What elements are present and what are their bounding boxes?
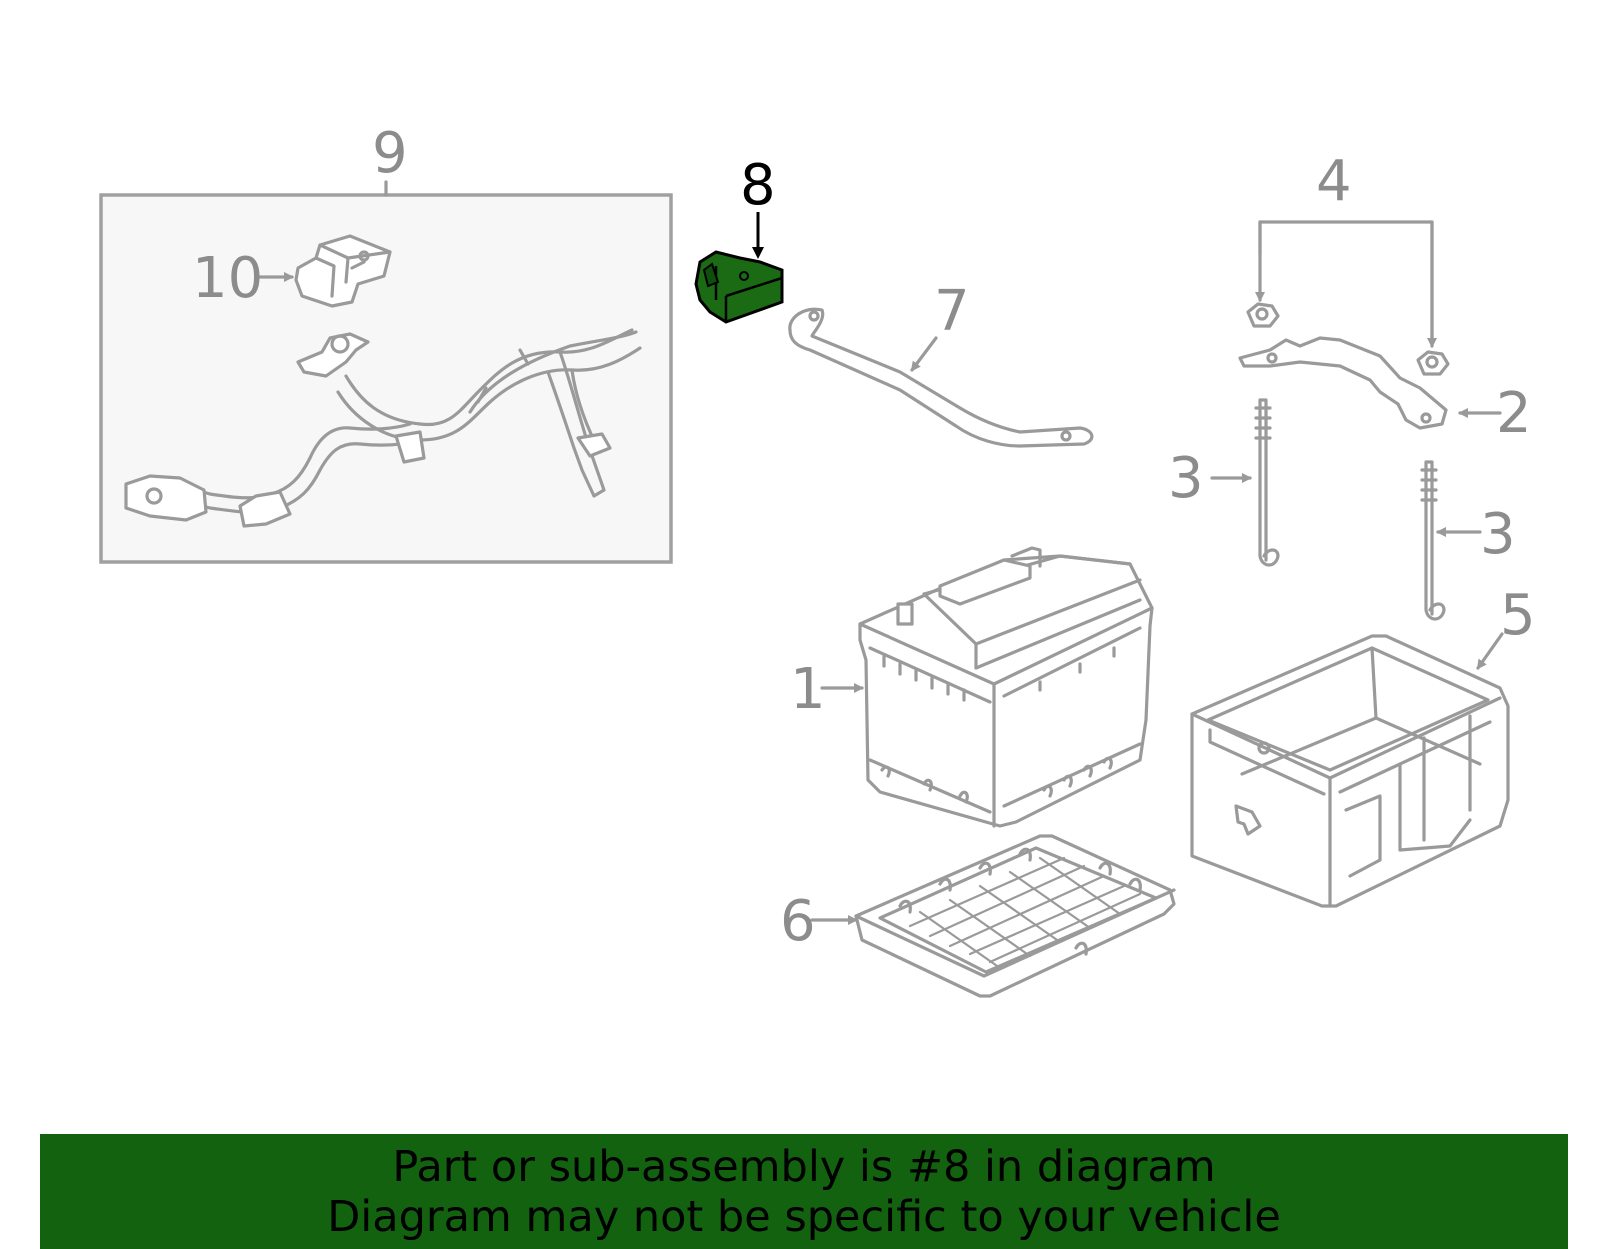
- part-10-terminal-cover: [294, 234, 392, 308]
- callout-8: 8: [740, 153, 776, 218]
- callout-7: 7: [934, 279, 970, 344]
- callout-5: 5: [1500, 583, 1536, 648]
- callout-3-right: 3: [1480, 502, 1516, 567]
- part-3-j-bolts: [1254, 398, 1446, 621]
- part-9-cable-harness-inset: [99, 180, 673, 564]
- banner-line-disclaimer: Diagram may not be specific to your vehi…: [327, 1191, 1281, 1242]
- part-4-nuts: [1246, 220, 1450, 376]
- callout-6: 6: [780, 889, 816, 954]
- callout-10: 10: [192, 246, 263, 311]
- part-2-bracket: [1238, 336, 1448, 430]
- callout-4: 4: [1316, 149, 1352, 214]
- callout-2: 2: [1496, 381, 1532, 446]
- part-7-hold-down-rod: [788, 307, 1094, 448]
- part-5-battery-box: [1190, 634, 1510, 908]
- info-banner: Part or sub-assembly is #8 in diagram Di…: [40, 1134, 1568, 1249]
- callout-3-left: 3: [1168, 446, 1204, 511]
- banner-line-part: Part or sub-assembly is #8 in diagram: [392, 1141, 1216, 1192]
- callout-9: 9: [372, 121, 408, 186]
- part-8-highlighted-clip: [694, 250, 784, 324]
- part-6-tray-insert: [854, 834, 1176, 998]
- part-1-battery: [858, 546, 1154, 828]
- callout-1: 1: [790, 657, 826, 722]
